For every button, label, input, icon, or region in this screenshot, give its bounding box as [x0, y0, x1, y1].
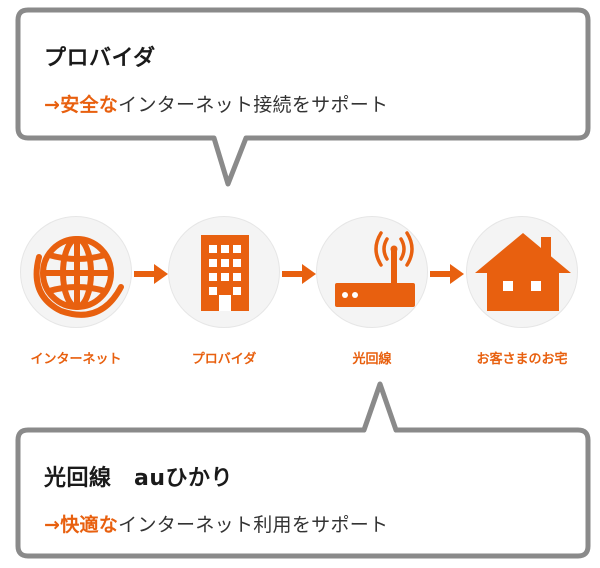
- bottom-bubble-outline: [15, 381, 591, 559]
- top-bubble-title: プロバイダ: [44, 46, 156, 71]
- top-bubble: プロバイダ →安全なインターネット接続をサポート: [44, 40, 388, 117]
- node-internet: [20, 216, 132, 328]
- arrow-icon: [430, 264, 464, 284]
- node-label-home: お客さまのお宅: [476, 352, 568, 367]
- node-label-internet: インターネット: [30, 352, 122, 367]
- top-desc-accent: 安全な: [60, 94, 119, 116]
- top-bubble-desc: →安全なインターネット接続をサポート: [44, 90, 388, 117]
- arrow-icon: [282, 264, 316, 284]
- node-provider: [168, 216, 280, 328]
- top-desc-rest: インターネット接続をサポート: [118, 94, 389, 116]
- arrow-icon: [134, 264, 168, 284]
- bottom-desc-accent: 快適な: [60, 514, 119, 536]
- bottom-desc-rest: インターネット利用をサポート: [118, 514, 389, 536]
- node-label-provider: プロバイダ: [191, 352, 257, 367]
- top-desc-arrow: →: [44, 94, 61, 116]
- bottom-desc-arrow: →: [44, 514, 61, 536]
- router-icon: [335, 231, 415, 307]
- building-icon: [201, 235, 249, 311]
- node-fiber: [316, 216, 428, 328]
- bottom-bubble-title: 光回線 auひかり: [44, 466, 234, 491]
- top-bubble-outline: [15, 7, 591, 187]
- node-home: [466, 216, 578, 328]
- node-label-fiber: 光回線: [352, 352, 392, 367]
- bottom-bubble: 光回線 auひかり →快適なインターネット利用をサポート: [44, 460, 388, 537]
- globe-icon: [33, 236, 124, 318]
- house-icon: [475, 233, 571, 311]
- bottom-bubble-desc: →快適なインターネット利用をサポート: [44, 510, 388, 537]
